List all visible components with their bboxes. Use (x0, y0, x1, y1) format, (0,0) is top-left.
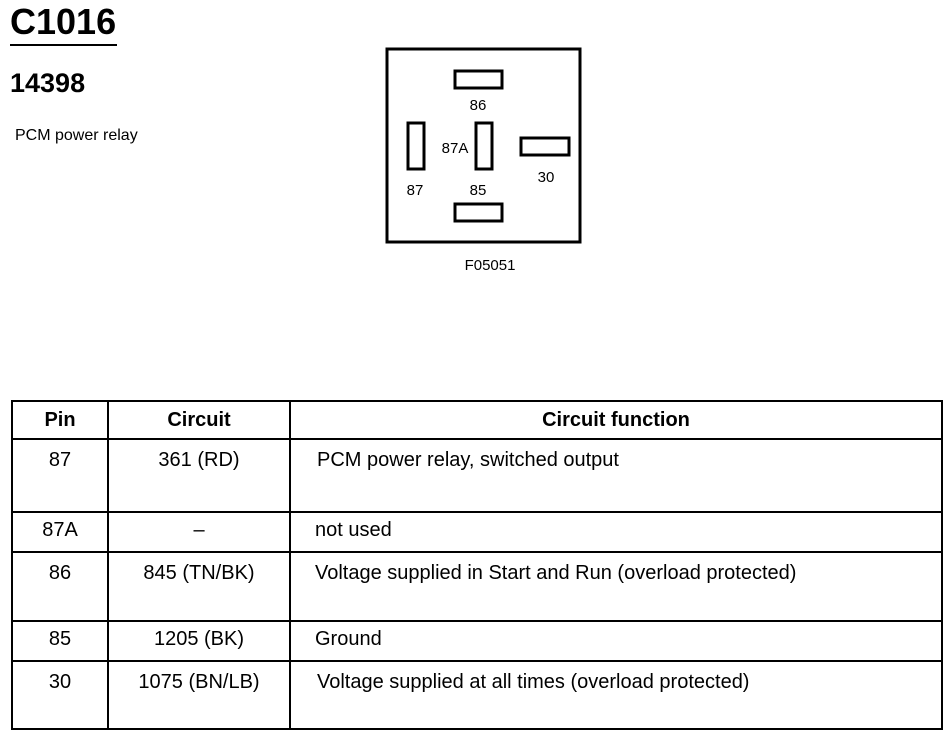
pin-30-label: 30 (538, 169, 555, 186)
pin-87-label: 87 (407, 182, 424, 199)
function-cell: Voltage supplied in Start and Run (overl… (289, 551, 943, 622)
pin-85-terminal (453, 202, 504, 223)
pin-cell: 85 (11, 620, 109, 662)
function-cell: PCM power relay, switched output (289, 438, 943, 513)
relay-outline (385, 47, 582, 244)
pin-cell: 87A (11, 511, 109, 553)
figure-code: F05051 (465, 257, 516, 274)
pin-87a-label: 87A (442, 140, 469, 157)
pin-87-terminal (406, 121, 426, 171)
connector-description: PCM power relay (15, 127, 138, 144)
pin-86-terminal (453, 69, 504, 90)
column-header-pin: Pin (11, 400, 109, 440)
pin-cell: 86 (11, 551, 109, 622)
function-cell: not used (289, 511, 943, 553)
table-header-row: Pin Circuit Circuit function (11, 400, 943, 440)
circuit-cell: – (107, 511, 291, 553)
part-number: 14398 (10, 68, 86, 98)
function-cell: Ground (289, 620, 943, 662)
table-row: 30 1075 (BN/LB) Voltage supplied at all … (11, 660, 943, 730)
pin-cell: 87 (11, 438, 109, 513)
circuit-cell: 845 (TN/BK) (107, 551, 291, 622)
table-row: 87 361 (RD) PCM power relay, switched ou… (11, 438, 943, 513)
pin-87a-terminal (474, 121, 494, 171)
circuit-cell: 361 (RD) (107, 438, 291, 513)
pin-circuit-table: Pin Circuit Circuit function 87 361 (RD)… (11, 400, 943, 730)
pin-86-label: 86 (470, 97, 487, 114)
pin-85-label: 85 (470, 182, 487, 199)
circuit-cell: 1205 (BK) (107, 620, 291, 662)
table-row: 85 1205 (BK) Ground (11, 620, 943, 662)
table-row: 86 845 (TN/BK) Voltage supplied in Start… (11, 551, 943, 622)
table-row: 87A – not used (11, 511, 943, 553)
connector-id: C1016 (10, 1, 117, 42)
circuit-cell: 1075 (BN/LB) (107, 660, 291, 730)
relay-pinout-diagram: 86 87A 87 85 30 F05051 (385, 47, 582, 274)
title-underline (10, 44, 117, 46)
function-cell: Voltage supplied at all times (overload … (289, 660, 943, 730)
pin-30-terminal (519, 136, 571, 157)
column-header-function: Circuit function (289, 400, 943, 440)
column-header-circuit: Circuit (107, 400, 291, 440)
pin-cell: 30 (11, 660, 109, 730)
